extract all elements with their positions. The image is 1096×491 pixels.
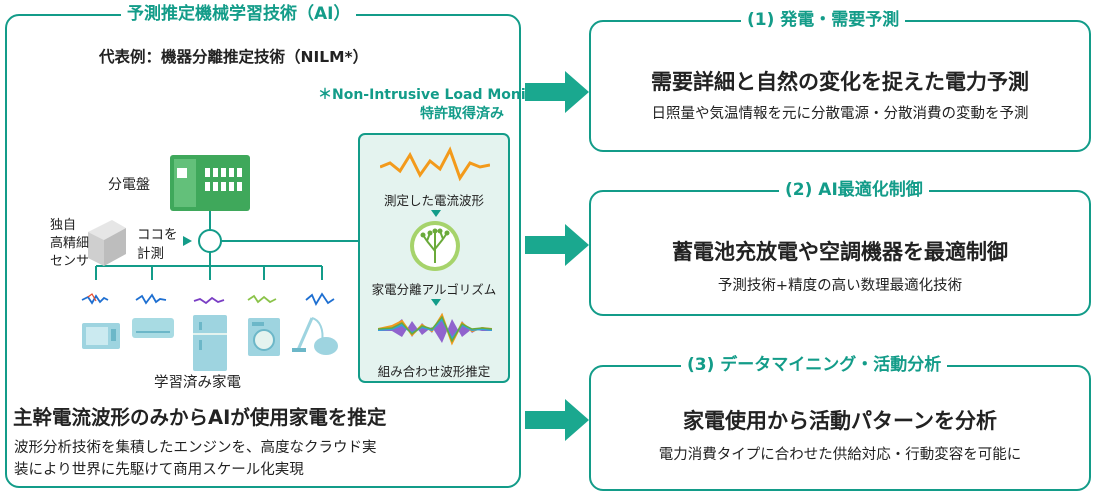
panel-step-3: 組み合わせ波形推定	[377, 364, 491, 379]
sensor-label-1: 独自	[50, 218, 77, 233]
algorithm-tree-icon	[410, 221, 460, 271]
appliance-waveform-2	[135, 293, 167, 305]
sensor-icon	[88, 220, 126, 266]
step-arrow-2	[431, 299, 441, 306]
analysis-subtext: 電力消費タイプに合わせた供給対応・行動変容を可能に	[658, 447, 1022, 463]
representative-example: 代表例：機器分離推定技術（NILM*）	[99, 48, 369, 66]
control-box: 蓄電池充放電や空調機器を最適制御 予測技術+精度の高い数理最適化技術	[589, 190, 1091, 316]
sensor-label-3: センサ	[50, 254, 90, 269]
analysis-box: 家電使用から活動パターンを分析 電力消費タイプに合わせた供給対応・行動変容を可能…	[589, 365, 1091, 491]
analysis-headline: 家電使用から活動パターンを分析	[683, 409, 997, 433]
home-wiring-diagram	[81, 155, 358, 371]
washing-machine-icon	[248, 318, 280, 356]
forecast-box: 需要詳細と自然の変化を捉えた電力予測 日照量や気温情報を元に分散電源・分散消費の…	[589, 20, 1091, 152]
appliance-waveform-4	[247, 294, 277, 304]
control-title: (2) AI最適化制御	[779, 180, 929, 200]
vacuum-cleaner-icon	[292, 317, 338, 355]
appliance-waveform-5	[305, 292, 335, 306]
distribution-board-icon	[170, 155, 250, 211]
learned-appliances-label: 学習済み家電	[154, 375, 241, 391]
left-description-2: 装により世界に先駆けて商用スケール化実現	[14, 462, 304, 478]
left-headline: 主幹電流波形のみからAIが使用家電を推定	[13, 406, 387, 429]
left-description-1: 波形分析技術を集積したエンジンを、高度なクラウド実	[14, 440, 377, 456]
arrow-to-analysis-icon	[525, 399, 589, 441]
panel-step-1: 測定した電流波形	[383, 193, 484, 208]
arrow-to-control-icon	[525, 224, 589, 266]
measure-pointer-icon	[183, 236, 192, 246]
ai-technology-title: 予測推定機械学習技術（AI）	[121, 4, 357, 24]
microwave-icon	[82, 323, 120, 349]
refrigerator-icon	[193, 315, 227, 371]
measurement-point-icon	[198, 229, 222, 253]
nilm-process-panel: 測定した電流波形 家電分離アルゴリズム 組み合わせ波形推定	[358, 133, 510, 383]
combined-waveform-graphic	[378, 312, 492, 346]
analysis-title: (3) データマイニング・活動分析	[681, 355, 948, 375]
distribution-board-label: 分電盤	[108, 177, 150, 193]
arrow-to-forecast-icon	[525, 71, 589, 113]
control-subtext: 予測技術+精度の高い数理最適化技術	[717, 278, 963, 294]
step-arrow-1	[431, 210, 441, 217]
forecast-title: (1) 発電・需要予測	[741, 10, 906, 30]
panel-step-2: 家電分離アルゴリズム	[371, 282, 497, 297]
control-headline: 蓄電池充放電や空調機器を最適制御	[672, 240, 1008, 264]
appliance-waveform-3	[193, 296, 225, 305]
forecast-subtext: 日照量や気温情報を元に分散電源・分散消費の変動を予測	[651, 106, 1029, 122]
air-conditioner-icon	[132, 318, 174, 338]
forecast-headline: 需要詳細と自然の変化を捉えた電力予測	[651, 70, 1029, 94]
patent-note: 特許取得済み	[420, 106, 504, 122]
measure-label-1: ココを	[137, 227, 178, 243]
measure-label-2: 計測	[137, 246, 164, 262]
sensor-label-2: 高精細	[50, 236, 90, 251]
measured-waveform-graphic	[380, 146, 490, 182]
